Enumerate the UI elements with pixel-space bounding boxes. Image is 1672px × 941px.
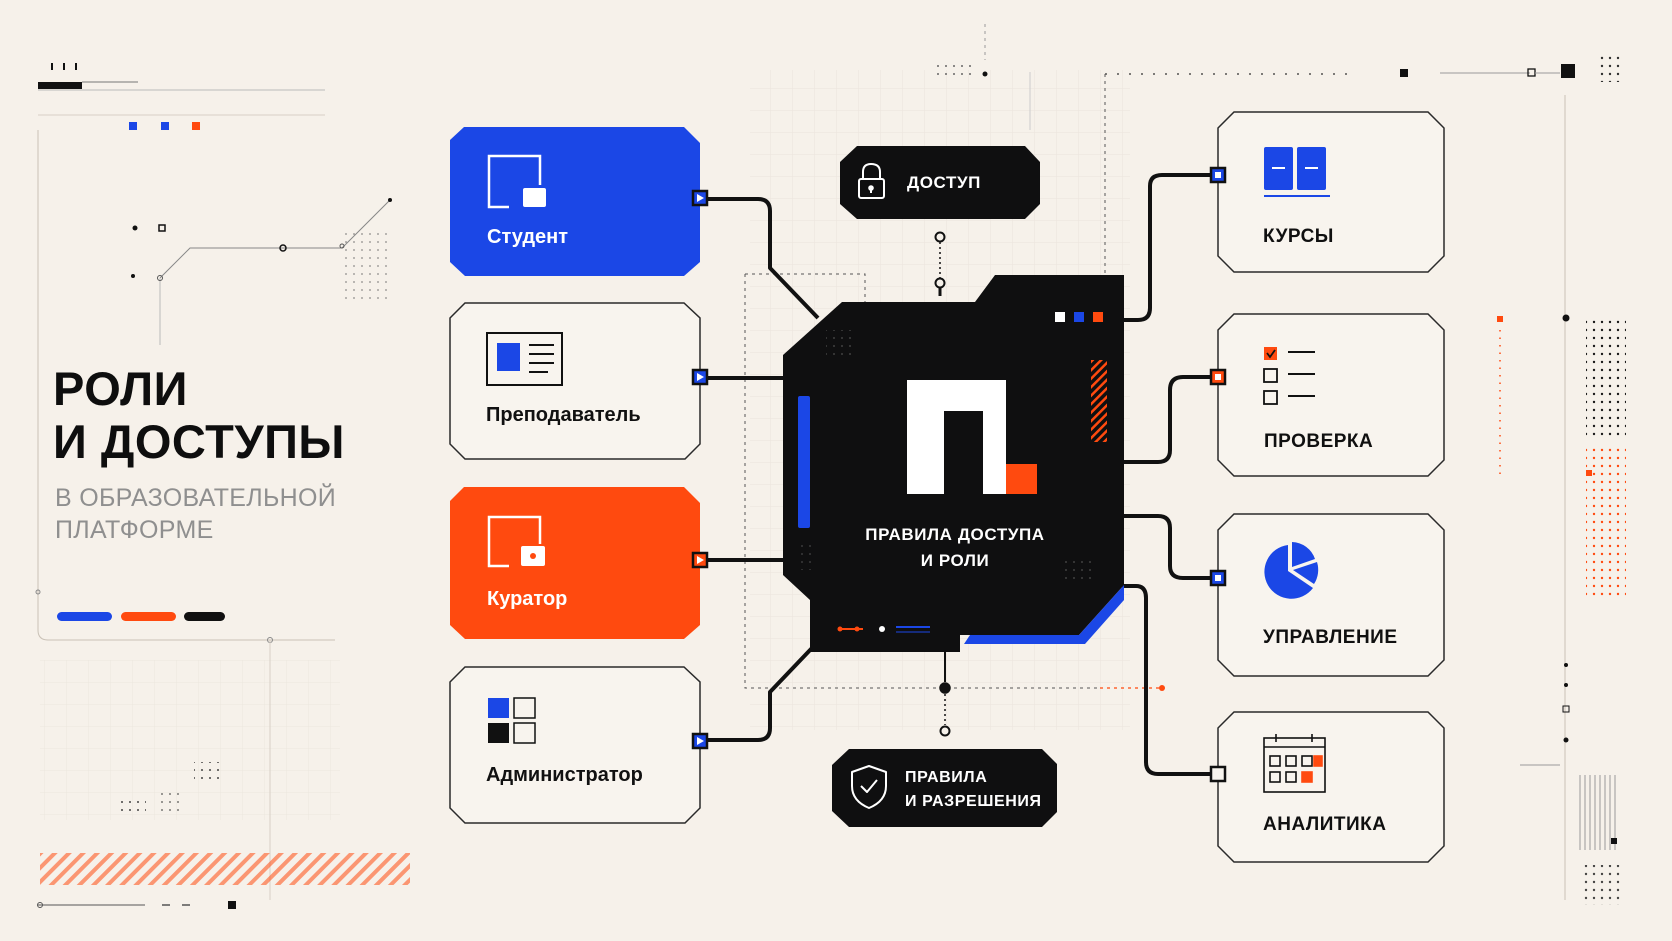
page-subtitle: В ОБРАЗОВАТЕЛЬНОЙ ПЛАТФОРМЕ bbox=[55, 482, 435, 546]
role-card-administrator[interactable] bbox=[449, 666, 709, 824]
lock-icon bbox=[858, 162, 885, 199]
rules-pill-line-1: ПРАВИЛА bbox=[905, 769, 988, 786]
core-block bbox=[783, 275, 1124, 652]
module-card-courses[interactable] bbox=[1209, 111, 1445, 273]
calendar-grid-icon bbox=[1263, 734, 1326, 793]
role-card-teacher[interactable] bbox=[449, 302, 709, 460]
module-label-review: ПРОВЕРКА bbox=[1264, 431, 1374, 452]
core-label-line-2: И РОЛИ bbox=[920, 551, 990, 570]
subtitle-line-2: ПЛАТФОРМЕ bbox=[55, 516, 214, 544]
core-footer-indicators bbox=[837, 626, 930, 633]
checklist-icon bbox=[1263, 347, 1315, 405]
module-card-review[interactable] bbox=[1209, 313, 1445, 477]
title-line-1: РОЛИ bbox=[53, 362, 188, 415]
access-pill[interactable] bbox=[840, 146, 1040, 219]
rules-pill-line-2: И РАЗРЕШЕНИЯ bbox=[905, 793, 1042, 810]
pill-stems bbox=[934, 231, 951, 737]
grid-squares-icon bbox=[488, 697, 536, 744]
role-label-curator: Куратор bbox=[487, 588, 568, 610]
rules-pill[interactable] bbox=[832, 749, 1057, 827]
title-line-2: И ДОСТУПЫ bbox=[53, 415, 345, 468]
rules-pill-label: ПРАВИЛА И РАЗРЕШЕНИЯ bbox=[905, 766, 1042, 814]
module-label-analytics: АНАЛИТИКА bbox=[1263, 814, 1387, 835]
role-card-curator[interactable] bbox=[450, 487, 709, 639]
module-connectors bbox=[1122, 173, 1218, 776]
access-pill-label: ДОСТУП bbox=[907, 173, 981, 192]
square-corner-icon bbox=[487, 154, 546, 209]
п-logo-icon bbox=[907, 380, 1037, 494]
page-title: РОЛИ И ДОСТУПЫ bbox=[53, 362, 433, 468]
role-connectors bbox=[700, 197, 820, 742]
role-label-teacher: Преподаватель bbox=[486, 404, 641, 426]
shield-check-icon bbox=[851, 765, 887, 809]
module-card-management[interactable] bbox=[1209, 513, 1445, 677]
pie-chart-icon bbox=[1264, 542, 1319, 599]
square-corner-icon bbox=[487, 515, 545, 568]
module-label-courses: КУРСЫ bbox=[1263, 226, 1334, 247]
subtitle-line-1: В ОБРАЗОВАТЕЛЬНОЙ bbox=[55, 484, 337, 512]
role-label-administrator: Администратор bbox=[486, 764, 643, 786]
role-label-student: Студент bbox=[487, 226, 569, 248]
core-label-line-1: ПРАВИЛА ДОСТУПА bbox=[865, 525, 1045, 544]
module-card-analytics[interactable] bbox=[1209, 711, 1445, 863]
module-label-management: УПРАВЛЕНИЕ bbox=[1263, 627, 1398, 648]
open-book-icon bbox=[1264, 147, 1330, 197]
role-card-student[interactable] bbox=[450, 127, 709, 276]
book-page-icon bbox=[486, 332, 563, 386]
core-label: ПРАВИЛА ДОСТУПА И РОЛИ bbox=[835, 522, 1075, 574]
